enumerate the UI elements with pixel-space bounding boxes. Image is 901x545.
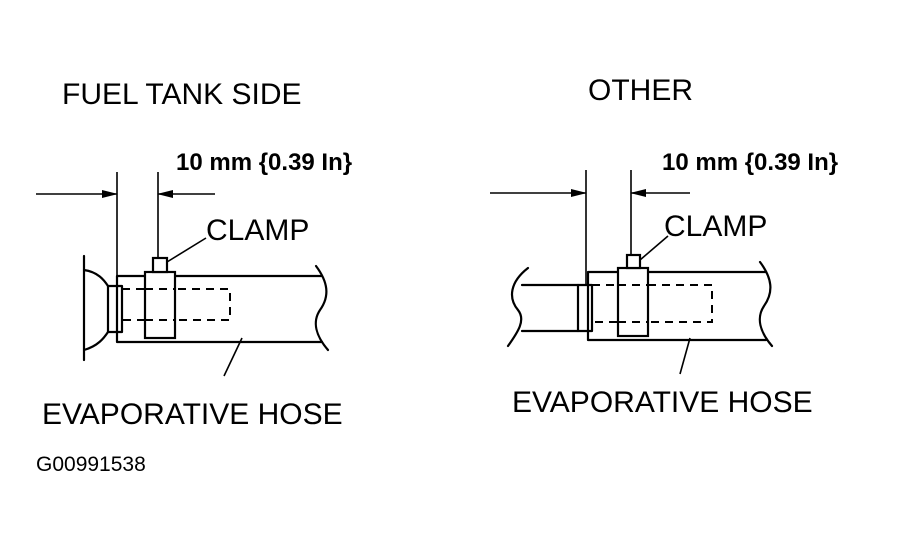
clamp-tab-right (625, 253, 642, 270)
hose-break-line (314, 264, 330, 352)
tank-pipe (106, 284, 124, 334)
other-title: OTHER (588, 74, 693, 107)
clamp-label-left: CLAMP (206, 214, 309, 247)
evaporative-hose-label-right: EVAPORATIVE HOSE (512, 386, 813, 419)
fuel-tank-side-view: FUEL TANK SIDE 10 mm {0.39 In} CLAMP EVA (36, 78, 352, 431)
figure-code: G00991538 (36, 453, 146, 476)
tank-pipe-flare (82, 268, 110, 352)
evaporative-hose-right (586, 270, 768, 342)
pipe-break-line (506, 266, 530, 348)
clamp-band-right (616, 266, 650, 338)
evaporative-hose-label-left: EVAPORATIVE HOSE (42, 398, 343, 431)
clamp-leader-line-right (639, 235, 669, 261)
clamp-tab (151, 256, 169, 274)
pipe-end (576, 283, 594, 333)
clamp-band (143, 270, 177, 340)
hose-leader-line-right (679, 337, 691, 375)
other-view: OTHER 10 mm {0.39 In} CLAMP EVAPORATIVE … (490, 74, 838, 419)
hose-leader-line (223, 337, 243, 377)
clamp-leader-line (166, 237, 207, 263)
fuel-tank-side-dimension: 10 mm {0.39 In} (176, 149, 352, 176)
other-dimension: 10 mm {0.39 In} (662, 149, 838, 176)
pipe-body (520, 283, 580, 333)
fuel-tank-side-title: FUEL TANK SIDE (62, 78, 302, 111)
inserted-pipe-hidden-line-right (592, 284, 713, 323)
clamp-label-right: CLAMP (664, 210, 767, 243)
hose-break-line-right (758, 260, 774, 348)
